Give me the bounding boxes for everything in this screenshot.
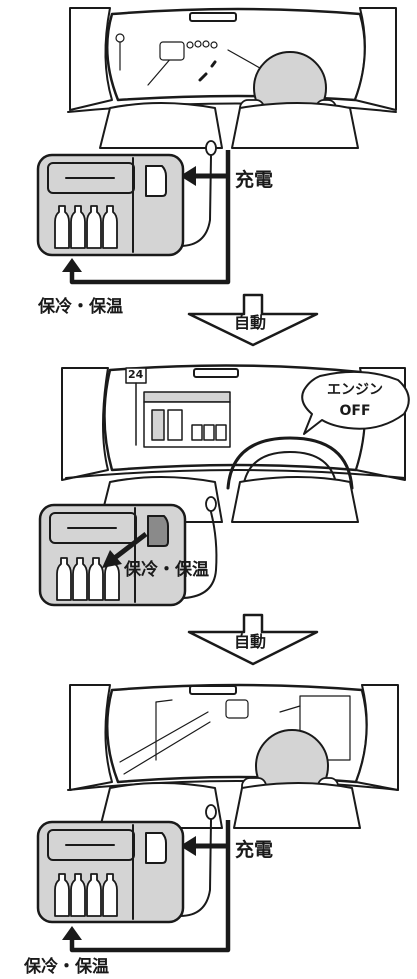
cooler-display-icon: [145, 165, 167, 197]
car-ahead-icon: [159, 41, 185, 61]
cooler-box-icon: [36, 820, 185, 924]
transition-label: 自動: [234, 632, 267, 651]
keep-temp-arrow-icon: [102, 550, 122, 568]
keep-temp-label: 保冷・保温: [38, 297, 123, 317]
cooler-display-icon: [147, 515, 169, 547]
scene-resume: [36, 683, 399, 953]
driver-seat-icon: [233, 782, 361, 829]
keep-temp-label: 保冷・保温: [24, 957, 109, 977]
socket-plug-icon: [205, 140, 217, 156]
bottles-icon: [54, 873, 118, 917]
charge-label: 充電: [235, 169, 274, 191]
rearview-mirror: [189, 685, 237, 695]
charge-arrow-icon: [180, 836, 196, 856]
power-cable: [183, 511, 218, 599]
windshield-left-pillar: [69, 7, 113, 111]
power-cable: [179, 155, 212, 247]
scene-parked: [38, 364, 410, 607]
cooler-box-icon: [36, 153, 185, 257]
engine-off-line2: OFF: [339, 403, 371, 419]
keep-temp-arrow-icon: [62, 926, 82, 940]
keep-temp-label: 保冷・保温: [124, 560, 209, 580]
transition-label: 自動: [234, 313, 267, 332]
charge-label: 充電: [235, 839, 274, 861]
driver-seat-icon: [231, 476, 359, 523]
cooler-display-icon: [145, 832, 167, 864]
socket-plug-icon: [205, 804, 217, 820]
engine-off-bubble: [301, 370, 410, 435]
transition-arrow-1: [187, 293, 319, 347]
parking-sign-number: 24: [128, 368, 144, 381]
power-cable: [179, 819, 212, 917]
road-scene: [115, 33, 291, 86]
driver-seat-icon: [231, 102, 359, 149]
socket-plug-icon: [205, 496, 217, 512]
bottles-icon: [54, 205, 118, 249]
transition-arrow-2: [187, 613, 319, 666]
car-ahead-icon: [225, 699, 249, 719]
charge-arrow-icon: [180, 166, 196, 186]
windshield-right-pillar: [354, 7, 397, 111]
convenience-store-icon: [125, 367, 231, 448]
rearview-mirror: [193, 368, 239, 378]
keep-temp-arrow-icon: [62, 258, 82, 272]
rearview-mirror: [189, 12, 237, 22]
scene-driving: [36, 7, 397, 285]
bottles-icon: [56, 557, 120, 601]
passenger-seat-icon: [99, 782, 223, 829]
engine-off-line1: エンジン: [327, 382, 383, 398]
steering-wheel-icon: [226, 436, 354, 490]
passenger-seat-icon: [99, 102, 223, 149]
